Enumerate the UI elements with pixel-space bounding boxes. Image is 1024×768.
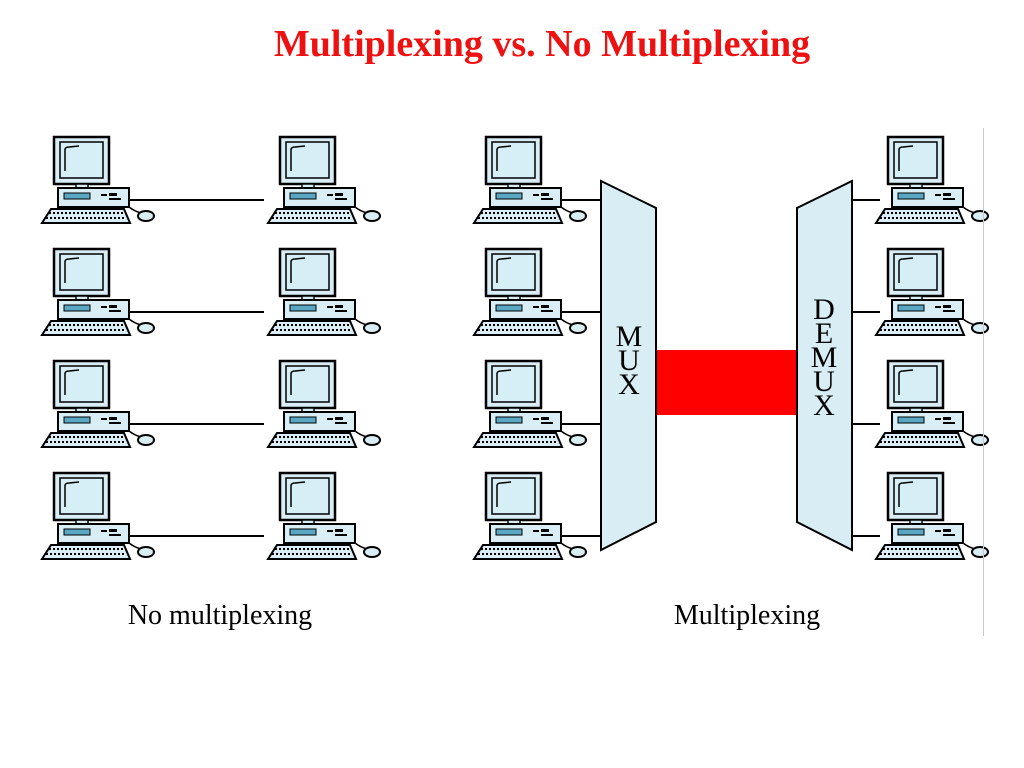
computer-icon: [874, 471, 990, 561]
letter: M: [615, 320, 643, 353]
caption-no-multiplexing: No multiplexing: [127, 600, 313, 631]
computer-icon: [40, 359, 156, 449]
page-title: Multiplexing vs. No Multiplexing: [273, 23, 811, 65]
computer-icon: [874, 247, 990, 337]
computer-icon: [874, 359, 990, 449]
computer-icon: [266, 247, 382, 337]
letter: X: [618, 368, 640, 401]
letter: X: [813, 389, 835, 422]
left-panel: [40, 135, 382, 561]
computer-icon: [472, 135, 588, 225]
computer-icon: [472, 247, 588, 337]
computer-icon: [40, 471, 156, 561]
demux-block: [796, 179, 853, 552]
computer-icon: [266, 135, 382, 225]
letter: D: [813, 293, 835, 326]
computer-icon: [472, 471, 588, 561]
computer-icon: [40, 135, 156, 225]
computer-icon: [266, 471, 382, 561]
panel-edge-line: [983, 128, 984, 636]
letter: E: [814, 317, 834, 350]
letter: U: [813, 365, 835, 398]
shared-channel: [656, 350, 798, 415]
mux-block: [600, 179, 657, 552]
computer-icon: [472, 359, 588, 449]
right-panel: [472, 135, 990, 561]
caption-multiplexing: Multiplexing: [673, 600, 821, 631]
computer-icon: [874, 135, 990, 225]
computer-icon: [266, 359, 382, 449]
computer-icon: [40, 247, 156, 337]
letter: U: [618, 344, 640, 377]
letter: M: [810, 341, 838, 374]
